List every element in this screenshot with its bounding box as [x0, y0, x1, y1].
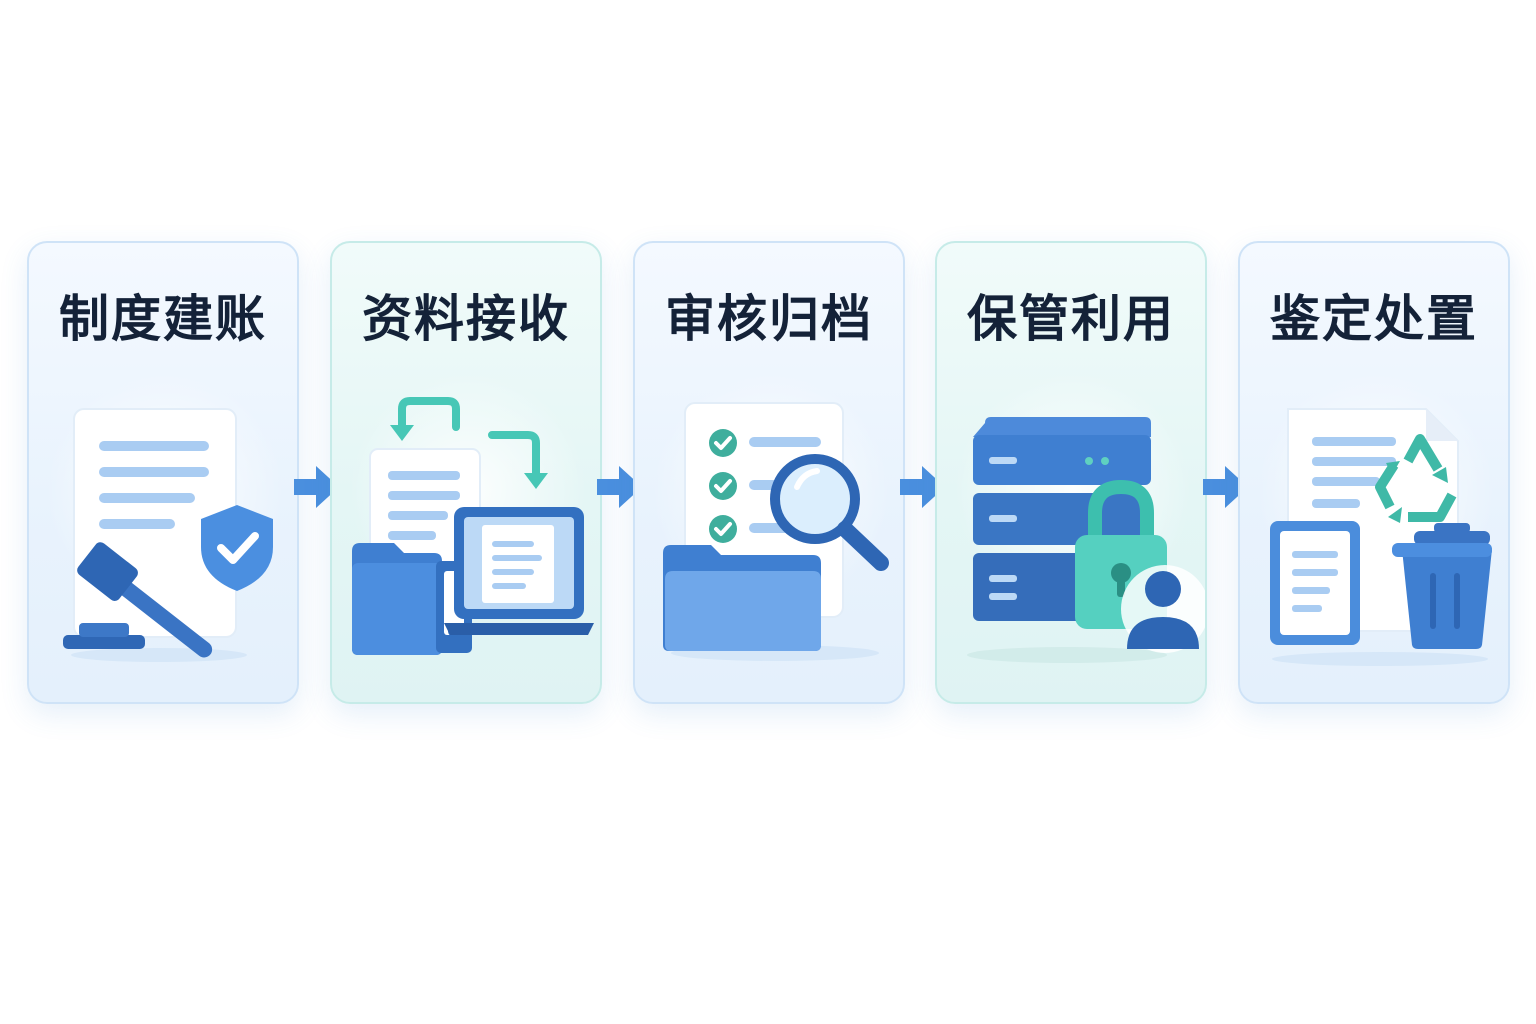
step-title: 审核归档: [665, 290, 873, 348]
step-title: 制度建账: [59, 290, 267, 348]
step-card-3: 审核归档: [633, 241, 905, 704]
flow-arrow-right-icon: [1203, 466, 1248, 508]
step-title: 鉴定处置: [1270, 290, 1478, 348]
step-2-illustration: [352, 397, 594, 655]
user-icon: [1121, 565, 1205, 653]
laptop-icon: [444, 507, 594, 635]
step-card-2: 资料接收: [330, 241, 602, 704]
document-icon: [1270, 521, 1488, 666]
step-card-5: 鉴定处置: [1238, 241, 1510, 704]
trash-can-icon: [1392, 523, 1492, 649]
shield-check-icon: [201, 505, 273, 591]
step-card-1: 制度建账: [27, 241, 299, 704]
gavel-icon: [63, 542, 247, 662]
flow-arrow-right-icon: [294, 466, 339, 508]
flow-arrow-right-icon: [597, 466, 642, 508]
flow-arrow-right-icon: [900, 466, 945, 508]
step-card-4: 保管利用: [935, 241, 1207, 704]
step-title: 资料接收: [362, 290, 570, 348]
recycle-icon: [1375, 434, 1457, 523]
folder-icon: [352, 543, 442, 655]
folder-icon: [663, 545, 879, 661]
step-title: 保管利用: [967, 290, 1175, 348]
transfer-arrows-icon: [390, 397, 548, 489]
magnifier-icon: [770, 454, 889, 571]
step-5-illustration: [1270, 408, 1492, 666]
step-1-illustration: [63, 408, 273, 662]
step-3-illustration: [663, 402, 889, 661]
step-4-illustration: [967, 417, 1205, 663]
